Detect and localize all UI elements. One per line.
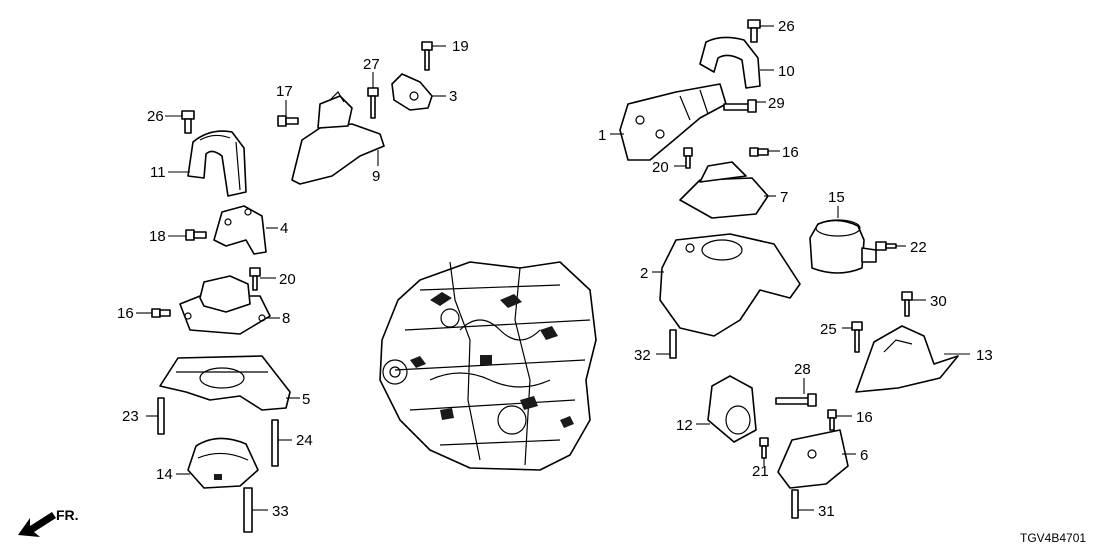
callout-17: 17 xyxy=(276,83,293,100)
bolt-18[interactable] xyxy=(185,229,207,241)
callout-16: 16 xyxy=(117,305,134,322)
bolt-17[interactable] xyxy=(277,115,299,127)
callout-22: 22 xyxy=(910,239,927,256)
callout-14: 14 xyxy=(156,466,173,483)
callout-26: 26 xyxy=(147,108,164,125)
callout-4: 4 xyxy=(280,220,288,237)
callout-15: 15 xyxy=(828,189,845,206)
diagram-code: TGV4B4701 xyxy=(1020,531,1086,545)
callout-13: 13 xyxy=(976,347,993,364)
bolt-29[interactable] xyxy=(723,99,757,113)
part-5-bracket[interactable] xyxy=(159,355,291,411)
callout-8: 8 xyxy=(282,310,290,327)
callout-10: 10 xyxy=(778,63,795,80)
part-10-strap[interactable] xyxy=(699,36,761,89)
bolt-28[interactable] xyxy=(775,393,817,407)
bolt-31[interactable] xyxy=(791,489,799,519)
bolt-30[interactable] xyxy=(901,291,913,317)
callout-2: 2 xyxy=(640,265,648,282)
part-3-bracket[interactable] xyxy=(391,73,433,111)
callout-19: 19 xyxy=(452,38,469,55)
bolt-26-left[interactable] xyxy=(181,110,195,134)
callout-21: 21 xyxy=(752,463,769,480)
callout-23: 23 xyxy=(122,408,139,425)
bolt-21[interactable] xyxy=(759,437,769,459)
callout-20-right: 20 xyxy=(652,159,669,176)
bolt-20-left[interactable] xyxy=(249,267,261,291)
bolt-19[interactable] xyxy=(421,41,433,71)
callout-28: 28 xyxy=(794,361,811,378)
part-15-mount[interactable] xyxy=(809,219,877,274)
callout-6: 6 xyxy=(860,447,868,464)
callout-11: 11 xyxy=(150,164,166,181)
callout-31: 31 xyxy=(818,503,835,520)
part-11-strap-bracket[interactable] xyxy=(187,130,247,197)
callout-33: 33 xyxy=(272,503,289,520)
leader-lines xyxy=(136,25,970,511)
callout-9: 9 xyxy=(372,168,380,185)
bolt-25[interactable] xyxy=(851,321,863,353)
callout-29: 29 xyxy=(768,95,785,112)
part-2-bracket[interactable] xyxy=(659,233,801,337)
part-12-mount[interactable] xyxy=(707,375,757,443)
part-9-mount-bracket[interactable] xyxy=(291,91,385,185)
part-8-mount[interactable] xyxy=(179,275,271,335)
bolt-16-top[interactable] xyxy=(749,147,769,157)
callout-32: 32 xyxy=(634,347,651,364)
callout-18: 18 xyxy=(149,228,166,245)
bolt-26-right[interactable] xyxy=(747,19,761,43)
part-1-bracket[interactable] xyxy=(619,83,727,161)
callout-1: 1 xyxy=(598,127,606,144)
front-direction-arrow: FR. xyxy=(18,507,79,537)
callout-7: 7 xyxy=(780,189,788,206)
callout-25: 25 xyxy=(820,321,837,338)
callout-27: 27 xyxy=(363,56,380,73)
callout-16-top: 16 xyxy=(782,144,799,161)
bolt-27[interactable] xyxy=(367,87,379,119)
callout-26-right: 26 xyxy=(778,18,795,35)
part-4-bracket[interactable] xyxy=(213,205,267,255)
bolt-16-left[interactable] xyxy=(151,308,171,318)
bolt-24[interactable] xyxy=(271,419,279,467)
callout-3: 3 xyxy=(449,88,457,105)
part-7-mount[interactable] xyxy=(679,161,769,219)
bolt-22[interactable] xyxy=(875,241,897,251)
callout-30: 30 xyxy=(930,293,947,310)
callout-12: 12 xyxy=(676,417,693,434)
front-marker-label: FR. xyxy=(56,507,79,523)
callout-5: 5 xyxy=(302,391,310,408)
bolt-33[interactable] xyxy=(243,487,253,533)
callout-labels: 26 11 18 4 20 16 8 5 23 24 14 33 17 27 9… xyxy=(117,18,993,520)
bolt-20-right[interactable] xyxy=(683,147,693,169)
callout-16-right: 16 xyxy=(856,409,873,426)
callout-20: 20 xyxy=(279,271,296,288)
engine-assembly[interactable] xyxy=(379,261,597,471)
part-6-bracket[interactable] xyxy=(777,429,849,489)
bolt-32[interactable] xyxy=(669,329,677,359)
bolt-23[interactable] xyxy=(157,397,165,435)
part-13-mount[interactable] xyxy=(855,325,959,393)
callout-24: 24 xyxy=(296,432,313,449)
part-14-mount[interactable] xyxy=(187,437,259,489)
bolt-16-right[interactable] xyxy=(827,409,837,431)
